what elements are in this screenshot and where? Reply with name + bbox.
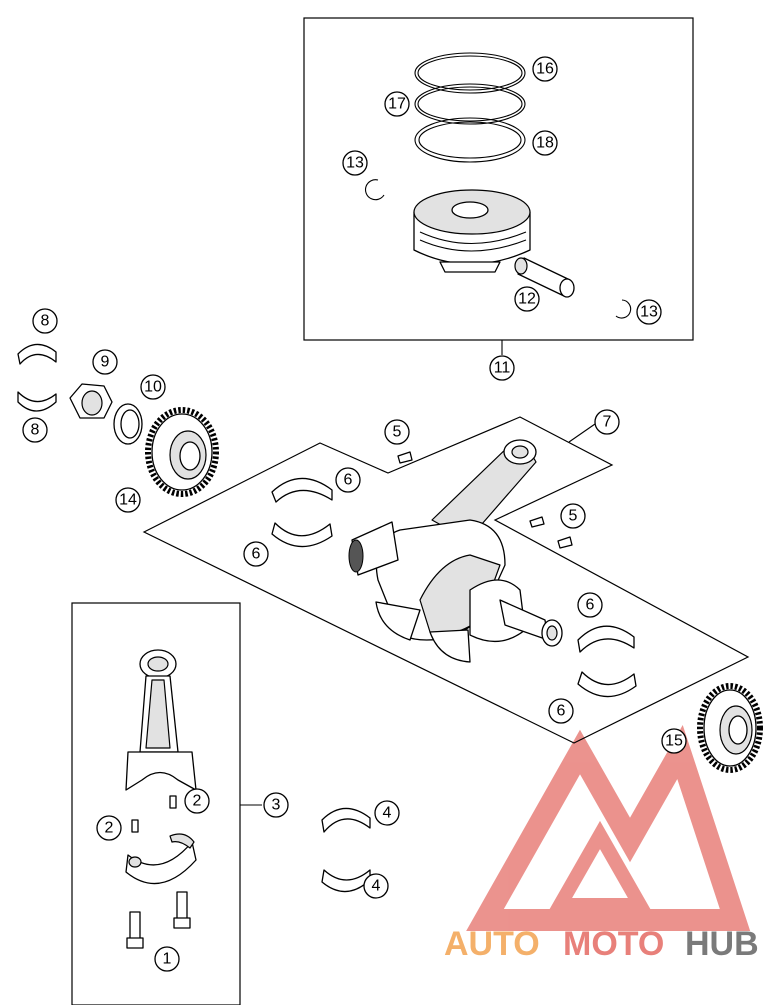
piston-pin <box>514 257 575 298</box>
washer-10 <box>113 403 143 445</box>
svg-text:12: 12 <box>518 291 536 308</box>
callout-6-a: 6 <box>335 467 361 493</box>
piston-ring-16 <box>414 52 526 94</box>
circlip-13-right <box>615 299 632 319</box>
svg-text:4: 4 <box>383 805 392 822</box>
callout-6-d: 6 <box>548 698 574 724</box>
bearing-shell-4-lower <box>321 869 371 893</box>
svg-text:6: 6 <box>252 546 261 563</box>
dowel-pin-2-a <box>169 795 177 809</box>
callout-14: 14 <box>115 487 141 513</box>
dowel-pin-2-b <box>131 819 139 833</box>
crankshaft-with-conrod <box>348 439 563 663</box>
svg-text:6: 6 <box>557 703 566 720</box>
callout-9: 9 <box>92 349 118 375</box>
callout-17: 17 <box>384 91 410 117</box>
svg-text:10: 10 <box>144 379 162 396</box>
conrod-kit-frame <box>71 602 241 1005</box>
callout-13-right: 13 <box>636 299 662 325</box>
crankshaft-frame <box>142 416 750 744</box>
callout-15: 15 <box>661 728 687 754</box>
watermark-wordmark: AUTO MOTO HUB <box>444 925 759 963</box>
svg-text:4: 4 <box>372 878 381 895</box>
bearing-shell-6-b <box>271 522 333 548</box>
callout-11: 11 <box>489 355 515 381</box>
callout-4-upper: 4 <box>374 800 400 826</box>
callout-8-upper: 8 <box>32 308 58 334</box>
svg-text:2: 2 <box>105 820 114 837</box>
conrod-bolt-a <box>173 891 191 929</box>
svg-text:17: 17 <box>388 96 406 113</box>
callout-13-left: 13 <box>342 150 368 176</box>
svg-text:2: 2 <box>193 793 202 810</box>
callout-6-b: 6 <box>243 541 269 567</box>
conrod-cap <box>125 833 197 885</box>
svg-text:14: 14 <box>119 492 137 509</box>
gear-15 <box>697 683 763 773</box>
circlip-13-left <box>364 179 385 201</box>
connecting-rod <box>125 649 197 791</box>
svg-text:6: 6 <box>586 597 595 614</box>
piston-ring-17 <box>414 83 526 125</box>
callout-6-c: 6 <box>577 592 603 618</box>
callout-1: 1 <box>154 946 180 972</box>
callout-12: 12 <box>514 286 540 312</box>
callout-16: 16 <box>532 56 558 82</box>
svg-text:3: 3 <box>272 797 281 814</box>
bearing-shell-4-upper <box>321 807 371 833</box>
svg-text:MOTO: MOTO <box>563 925 664 963</box>
svg-text:6: 6 <box>344 472 353 489</box>
bearing-shell-8-lower <box>17 391 57 412</box>
svg-text:13: 13 <box>640 304 658 321</box>
piston <box>413 189 531 273</box>
woodruff-key-5-a <box>397 451 413 464</box>
bearing-shell-8-upper <box>17 343 57 365</box>
svg-text:16: 16 <box>536 61 554 78</box>
callout-5-right: 5 <box>560 503 586 529</box>
svg-text:5: 5 <box>393 424 402 441</box>
watermark-logo <box>466 724 751 931</box>
svg-text:9: 9 <box>101 354 110 371</box>
woodruff-key-5-b <box>529 516 545 528</box>
conrod-bolt-b <box>126 911 144 949</box>
bearing-shell-6-d <box>577 671 637 698</box>
svg-text:7: 7 <box>603 414 612 431</box>
gear-14 <box>145 407 219 497</box>
svg-text:HUB: HUB <box>685 925 759 963</box>
callout-7: 7 <box>594 409 620 435</box>
callout-2-lower: 2 <box>96 815 122 841</box>
svg-text:15: 15 <box>665 733 683 750</box>
woodruff-key-5-c <box>557 536 573 549</box>
svg-text:5: 5 <box>569 508 578 525</box>
piston-kit-frame <box>303 17 694 341</box>
svg-text:AUTO: AUTO <box>444 925 540 963</box>
svg-text:8: 8 <box>41 313 50 330</box>
svg-text:1: 1 <box>163 951 172 968</box>
piston-ring-18 <box>414 117 526 163</box>
svg-text:11: 11 <box>494 360 511 377</box>
callout-3: 3 <box>263 792 289 818</box>
svg-text:13: 13 <box>346 155 364 172</box>
svg-text:18: 18 <box>536 135 554 152</box>
callout-4-lower: 4 <box>363 873 389 899</box>
callout-2-upper: 2 <box>184 788 210 814</box>
callout-18: 18 <box>532 130 558 156</box>
callout-5-top: 5 <box>384 419 410 445</box>
callout-8-lower: 8 <box>22 417 48 443</box>
bearing-shell-6-c <box>577 625 635 653</box>
callout-10: 10 <box>140 374 166 400</box>
hex-nut-9 <box>69 383 113 419</box>
svg-text:8: 8 <box>31 422 40 439</box>
bearing-shell-6-a <box>271 477 333 503</box>
